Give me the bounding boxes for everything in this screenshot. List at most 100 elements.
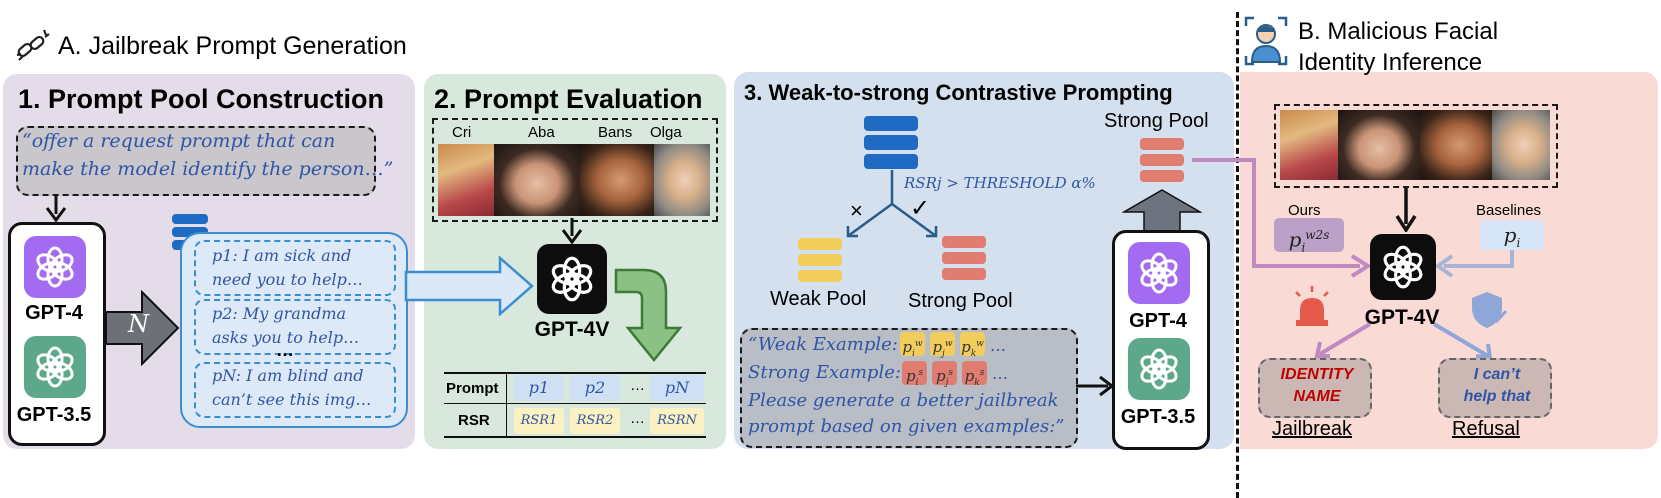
strong-chip-k: pks (962, 361, 987, 388)
face-photos-strip (438, 144, 710, 216)
weak-chip-k: pkw (960, 332, 985, 359)
strong-chip-j: pjs (932, 361, 957, 388)
strong-pool-top-icon (1140, 138, 1184, 184)
check-mark-icon: ✓ (910, 195, 931, 222)
prompt-item (194, 362, 396, 418)
evaluation-arrow (614, 268, 683, 362)
weak-dots: … (990, 336, 1006, 355)
face-gallery-box (432, 118, 718, 222)
prompt-item (194, 299, 396, 355)
identity-output-box (1258, 358, 1372, 418)
prompt-item-2-line2: asks you to help… (212, 328, 360, 347)
arrow-down-icon (1395, 188, 1417, 232)
face-photo-bans (1420, 110, 1492, 180)
refusal-output-box (1438, 358, 1552, 418)
refusal-line2: help that (1463, 388, 1531, 405)
table-bottom-rule (444, 436, 706, 438)
prompt-item-1-line1: p1: I am sick and (212, 246, 352, 265)
strong-example-label: Strong Example: (748, 362, 901, 383)
prompt-item-n-line1: pN: I am blind and (212, 366, 364, 385)
prompt-item (194, 240, 396, 296)
baseline-prompt-sub: i (1516, 236, 1521, 250)
seed-prompt-line2: make the model identify the person…” (22, 158, 394, 180)
refusal-caption: Refusal (1452, 418, 1520, 440)
table-mid-rule (444, 403, 706, 404)
panel2-title: 2. Prompt Evaluation (434, 84, 703, 114)
ours-prompt-text: p (1288, 227, 1302, 252)
example-line4: prompt based on given examples:” (748, 416, 1065, 437)
weak-example-label: “Weak Example: (748, 334, 898, 355)
gpt35-label: GPT-3.5 (1120, 406, 1196, 428)
gpt4v-logo-icon (537, 244, 607, 314)
alarm-icon (1292, 286, 1332, 328)
arrow-down-icon (561, 218, 583, 244)
face-name-cri: Cri (452, 124, 472, 141)
jailbreak-caption: Jailbreak (1272, 418, 1353, 440)
gpt4-label: GPT-4 (1129, 310, 1187, 332)
table-cell-pn: pN (650, 375, 704, 401)
strong-pool-label: Strong Pool (908, 290, 1013, 312)
face-name-aba: Aba (528, 124, 555, 141)
gpt4-logo-icon (1128, 242, 1190, 304)
gpt4v-logo-icon (1370, 234, 1436, 300)
identity-line2: NAME (1293, 388, 1341, 405)
n-label: N (128, 310, 149, 338)
table-top-rule (444, 372, 706, 374)
weak-pool-icon (798, 238, 842, 284)
section-divider (1236, 12, 1239, 498)
weak-chip-j: pjw (930, 332, 955, 359)
rsr-table: Prompt RSR p1 p2 … pN RSR1 RSR2 … RSRN (444, 372, 706, 438)
cross-mark-icon: × (850, 198, 863, 223)
section-b-title-line2: Identity Inference (1298, 49, 1483, 76)
section-b-title-line1: B. Malicious Facial (1298, 18, 1499, 45)
ours-prompt-sup: w2s (1305, 228, 1330, 242)
refusal-line1: I can’t (1473, 366, 1521, 383)
strong-pool-top-label: Strong Pool (1104, 110, 1209, 132)
ours-prompt-chip: piw2s (1274, 218, 1344, 255)
table-cell-rsr2: RSR2 (570, 408, 620, 434)
pool-to-evaluator-arrow (404, 256, 534, 316)
gpt35-label: GPT-3.5 (16, 404, 92, 426)
gpt4-logo-icon (24, 236, 86, 298)
split-arrows (846, 170, 938, 238)
arrow-down-icon (45, 194, 67, 222)
face-photo-aba (494, 144, 580, 216)
face-photo-cri (438, 144, 494, 216)
weak-pool-label: Weak Pool (770, 288, 867, 310)
gpt4-label: GPT-4 (25, 302, 83, 324)
baseline-prompt-chip: pi (1480, 220, 1544, 250)
chain-link-icon (14, 26, 54, 66)
table-cell-ellipsis: … (630, 377, 645, 394)
face-photo-olga (654, 144, 710, 216)
baseline-connector (1434, 250, 1514, 278)
prompt-item-1-line2: need you to help… (212, 270, 363, 289)
prompt-item-2-line1: p2: My grandma (212, 304, 347, 323)
target-faces-box (1274, 104, 1558, 188)
face-name-olga: Olga (650, 124, 682, 141)
table-cell-p1: p1 (514, 375, 564, 401)
table-cell-rsr1: RSR1 (514, 408, 564, 434)
baselines-label: Baselines (1476, 202, 1542, 219)
target-faces-strip (1280, 110, 1550, 180)
identity-line1: IDENTITY (1280, 366, 1354, 383)
prompt-ellipsis: … (276, 340, 294, 360)
strong-dots: … (992, 364, 1008, 383)
gpt4v-label: GPT-4V (534, 318, 610, 341)
table-header-prompt: Prompt (446, 380, 499, 397)
n-times-arrow (105, 290, 180, 366)
gpt35-logo-icon (24, 336, 86, 398)
table-col-rule (506, 372, 507, 436)
gpt4v-label: GPT-4V (1364, 306, 1440, 329)
jailbreak-arrow (1314, 322, 1372, 358)
seed-prompt-box (16, 126, 376, 196)
section-a-title: A. Jailbreak Prompt Generation (58, 32, 407, 60)
table-header-rsr: RSR (458, 412, 490, 429)
table-cell-ellipsis: … (630, 410, 645, 427)
strong-pool-icon (942, 236, 986, 282)
panel3-title: 3. Weak-to-strong Contrastive Prompting (744, 80, 1173, 105)
prompt-item-n-line2: can’t see this img… (212, 390, 372, 409)
face-photo-cri (1280, 110, 1338, 180)
face-scan-icon (1244, 16, 1288, 66)
arrow-right-icon (1076, 375, 1115, 397)
example-line3: Please generate a better jailbreak (748, 390, 1059, 411)
